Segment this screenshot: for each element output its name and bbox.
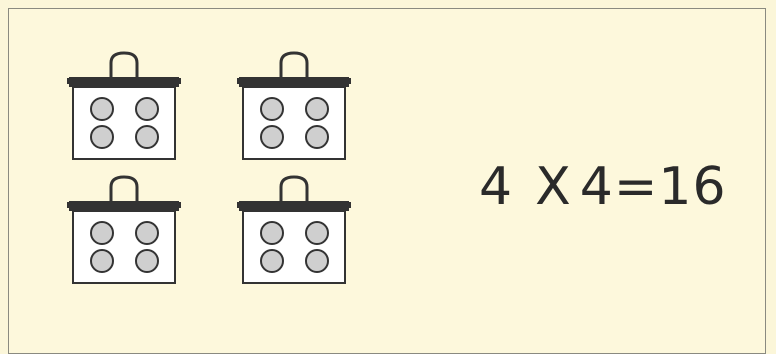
ball-icon <box>136 98 158 120</box>
ball-icon <box>261 250 283 272</box>
equals-sign: = <box>614 147 659 227</box>
times-operator: X <box>535 147 572 227</box>
ball-icon <box>306 250 328 272</box>
ball-icon <box>136 126 158 148</box>
bag-of-balls-4 <box>235 175 353 287</box>
bag-of-balls-1 <box>65 51 183 163</box>
ball-icon <box>91 250 113 272</box>
factor-a: 4 <box>479 147 513 227</box>
ball-icon <box>91 222 113 244</box>
ball-icon <box>136 222 158 244</box>
ball-icon <box>136 250 158 272</box>
ball-icon <box>91 98 113 120</box>
ball-icon <box>261 222 283 244</box>
ball-icon <box>261 126 283 148</box>
ball-icon <box>261 98 283 120</box>
bag-of-balls-3 <box>65 175 183 287</box>
factor-b: 4 <box>580 147 614 227</box>
ball-icon <box>91 126 113 148</box>
ball-icon <box>306 98 328 120</box>
bag-of-balls-2 <box>235 51 353 163</box>
product: 16 <box>658 147 726 227</box>
ball-icon <box>306 222 328 244</box>
ball-icon <box>306 126 328 148</box>
